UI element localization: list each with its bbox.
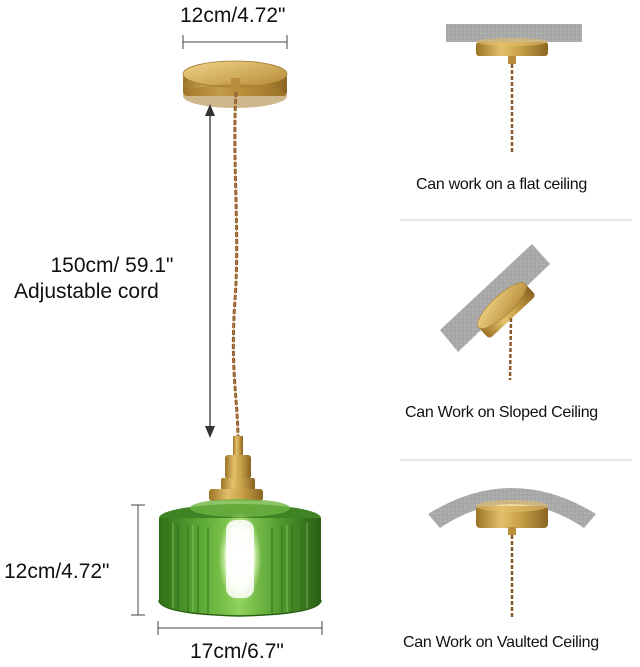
vaulted-ceiling-mount-icon xyxy=(428,488,596,618)
canopy xyxy=(182,60,288,108)
flat-ceiling-mount-icon xyxy=(446,24,582,152)
shade-height-label: 12cm/4.72" xyxy=(4,560,110,583)
twisted-cord xyxy=(231,91,240,441)
lamp-holder xyxy=(209,436,263,501)
cord-length-arrow xyxy=(205,104,215,438)
vaulted-ceiling-caption: Can Work on Vaulted Ceiling xyxy=(403,634,599,651)
canopy-width-label: 12cm/4.72" xyxy=(180,4,286,27)
shade-width-dimension xyxy=(157,621,323,635)
flat-ceiling-caption: Can work on a flat ceiling xyxy=(416,176,587,193)
shade-height-dimension xyxy=(131,504,145,616)
cord-length-label: 150cm/ 59.1" xyxy=(50,254,174,277)
green-glass-shade xyxy=(158,499,322,617)
cord-note-label: Adjustable cord xyxy=(14,280,159,303)
canopy-width-dimension xyxy=(182,35,288,49)
sloped-ceiling-caption: Can Work on Sloped Ceiling xyxy=(405,404,598,421)
shade-width-label: 17cm/6.7" xyxy=(190,640,284,663)
sloped-ceiling-mount-icon xyxy=(440,244,550,381)
